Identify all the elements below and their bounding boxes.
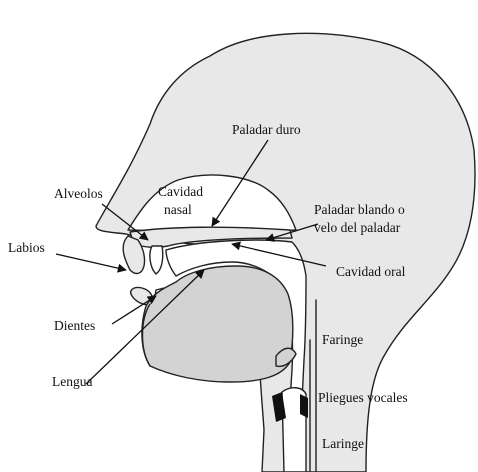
label-paladar-duro: Paladar duro bbox=[232, 122, 301, 137]
upper-tooth bbox=[150, 246, 163, 274]
label-cavidad-oral: Cavidad oral bbox=[336, 264, 406, 279]
label-labios: Labios bbox=[8, 240, 45, 255]
label-alveolos: Alveolos bbox=[54, 186, 103, 201]
arrow-labios bbox=[56, 254, 126, 270]
label-lengua: Lengua bbox=[52, 374, 92, 389]
label-paladar-blando-line2: velo del paladar bbox=[314, 220, 401, 235]
label-pliegues-vocales: Pliegues vocales bbox=[318, 390, 408, 405]
label-paladar-blando-line1: Paladar blando o bbox=[314, 202, 405, 217]
vocal-fold-right bbox=[300, 394, 308, 418]
label-cavidad-nasal-line2: nasal bbox=[164, 202, 192, 217]
tongue bbox=[142, 266, 293, 382]
label-faringe: Faringe bbox=[322, 332, 363, 347]
label-cavidad-nasal-line1: Cavidad bbox=[158, 184, 203, 199]
label-laringe: Laringe bbox=[322, 436, 364, 451]
label-dientes: Dientes bbox=[54, 318, 95, 333]
